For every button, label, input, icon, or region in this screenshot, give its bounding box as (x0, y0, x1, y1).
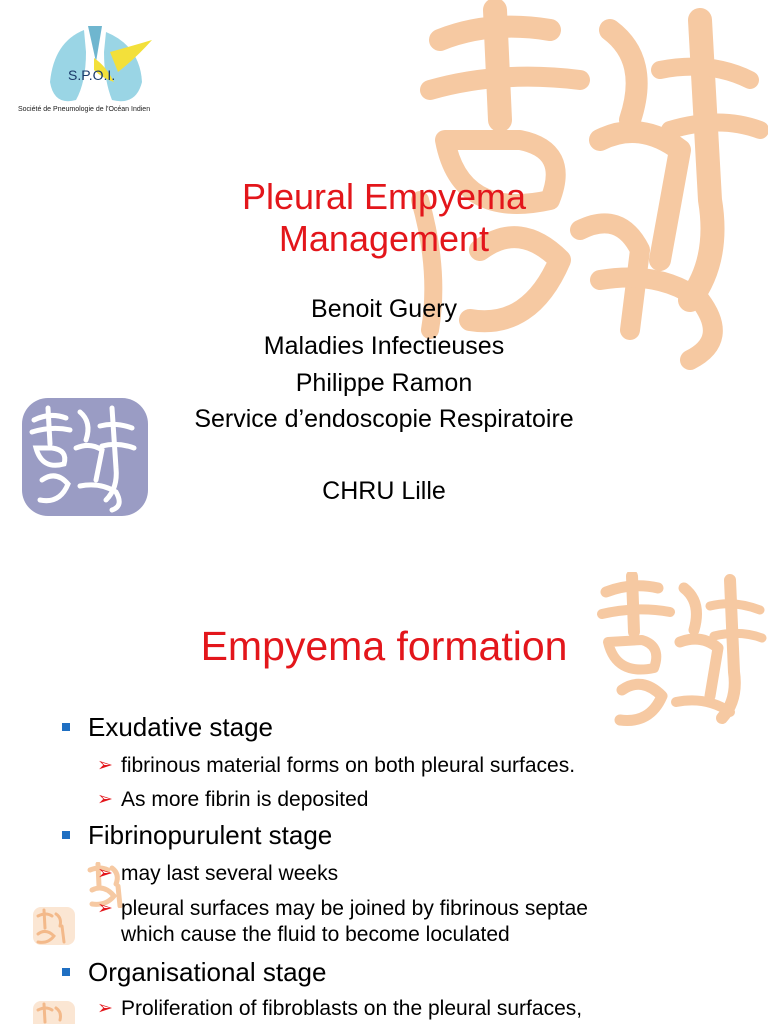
title-line-1: Pleural Empyema (241, 176, 527, 217)
bullet-text: Organisational stage (88, 957, 327, 987)
institution: CHRU Lille (322, 477, 446, 505)
sub-bullet-text: fibrinous material forms on both pleural… (121, 754, 576, 777)
bullet-text: Exudative stage (88, 712, 274, 742)
author-name-1: Benoit Guery (311, 295, 457, 323)
list-item: Fibrinopurulent stage (62, 820, 333, 850)
bullet-text: Fibrinopurulent stage (88, 820, 333, 850)
logo-caption: Société de Pneumologie de l'Océan Indien (18, 106, 151, 113)
list-item: Organisational stage (62, 957, 327, 987)
sub-list-item: ➢ pleural surfaces may be joined by fibr… (97, 897, 588, 921)
logo-text: S.P.O.I. (68, 67, 115, 83)
sub-list-item: ➢ Proliferation of fibroblasts on the pl… (97, 997, 583, 1021)
list-item: Exudative stage (62, 712, 274, 742)
sub-list-item: ➢ fibrinous material forms on both pleur… (97, 754, 576, 778)
author-department-1: Maladies Infectieuses (263, 332, 505, 360)
calligraphy-watermark-icon (33, 907, 75, 945)
spoi-logo-icon: S.P.O.I. (50, 26, 152, 102)
content-slide: Empyema formation Exudative stage ➢ fibr… (0, 562, 768, 1024)
sub-list-item-continuation: which cause the fluid to become loculate… (121, 923, 510, 947)
sub-bullet-text: which cause the fluid to become loculate… (121, 923, 510, 946)
title-slide: S.P.O.I. Société de Pneumologie de l'Océ… (0, 0, 768, 516)
arrow-bullet-icon: ➢ (97, 998, 113, 1019)
arrow-bullet-icon: ➢ (97, 755, 113, 776)
arrow-bullet-icon: ➢ (97, 898, 113, 919)
sub-list-item: ➢ may last several weeks (97, 862, 339, 886)
author-name-2: Philippe Ramon (295, 369, 473, 397)
slide-title: Empyema formation (200, 623, 568, 669)
sub-bullet-text: Proliferation of fibroblasts on the pleu… (121, 997, 583, 1020)
sub-bullet-text: As more fibrin is deposited (121, 788, 369, 811)
title-line-2: Management (278, 218, 490, 259)
bullet-square-icon (62, 968, 70, 976)
author-department-2: Service d’endoscopie Respiratoire (194, 405, 574, 433)
arrow-bullet-icon: ➢ (97, 863, 113, 884)
sub-bullet-text: pleural surfaces may be joined by fibrin… (121, 897, 588, 920)
slide-title: Pleural Empyema Management (0, 176, 768, 260)
bullet-square-icon (62, 831, 70, 839)
sub-list-item: ➢ As more fibrin is deposited (97, 788, 369, 812)
bullet-square-icon (62, 723, 70, 731)
calligraphy-watermark-icon (33, 1001, 75, 1024)
sub-bullet-text: may last several weeks (121, 862, 339, 885)
arrow-bullet-icon: ➢ (97, 789, 113, 810)
